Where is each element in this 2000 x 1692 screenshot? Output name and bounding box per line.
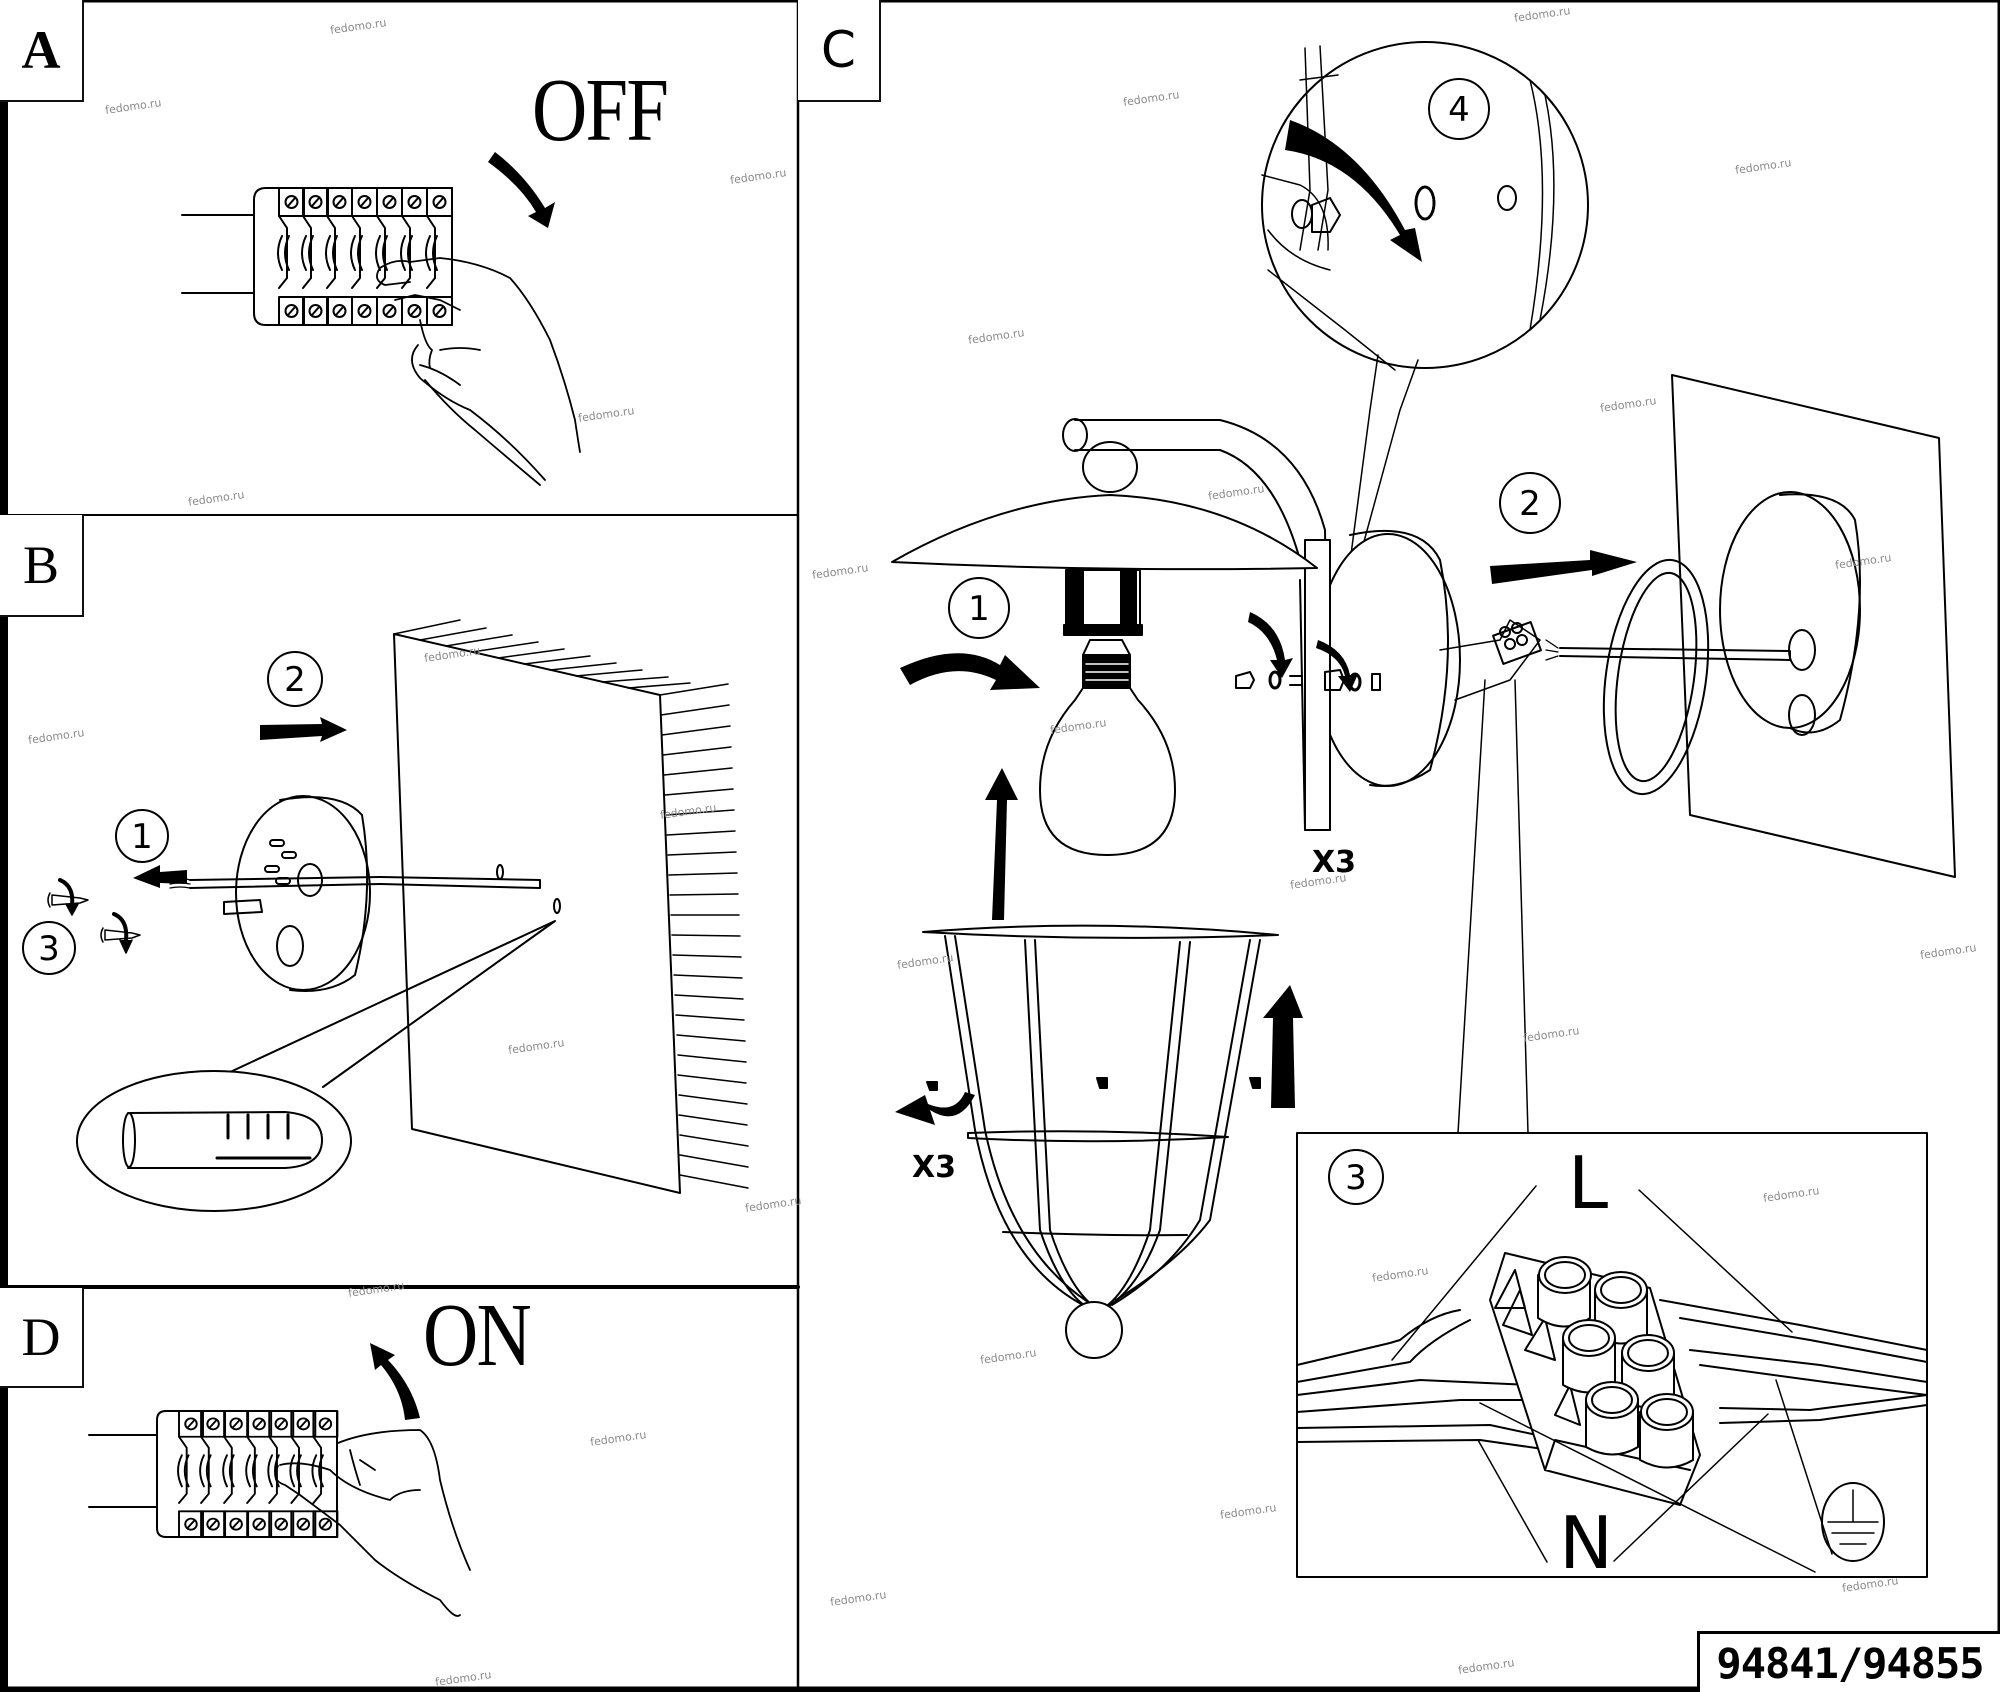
hand-icon — [274, 1429, 471, 1617]
wall-arm — [1062, 418, 1542, 831]
step-circle — [948, 577, 1010, 639]
panel-label-c: C — [798, 0, 881, 102]
bulb-holder — [1063, 569, 1143, 636]
step-circle — [1328, 1149, 1384, 1205]
wiring-detail-inset — [1296, 1132, 1928, 1578]
off-arrow-icon — [488, 152, 555, 228]
screw-icon — [47, 878, 141, 954]
switch-state-on: ON — [423, 1286, 532, 1385]
lamp-shade — [891, 494, 1318, 571]
curved-arrow-icon — [1248, 612, 1293, 678]
panel-c: C — [798, 0, 2000, 1692]
arrow-right-icon — [1490, 550, 1637, 584]
panel-a: A OFF — [0, 0, 798, 515]
breaker-panel-d — [88, 1410, 339, 1539]
mounting-ring — [1602, 558, 1710, 796]
arrow-up-icon — [985, 768, 1018, 920]
terminal-tube — [1537, 1256, 1592, 1328]
terminal-tube — [1639, 1393, 1694, 1469]
panel-b: B — [0, 515, 798, 1287]
base-plate-c — [1545, 491, 1861, 736]
leader-lines — [1391, 1185, 1833, 1573]
step-circle — [267, 651, 323, 707]
curved-arrow-icon — [900, 653, 1040, 690]
terminal-block-small — [1492, 621, 1542, 665]
step-circle — [1428, 78, 1490, 140]
step-circles-b — [22, 651, 323, 975]
arrow-right-icon — [260, 717, 347, 742]
wall-c — [1671, 374, 1956, 878]
wall-hatching — [393, 619, 749, 1189]
bulb-icon — [1039, 639, 1176, 856]
lamp-cage — [922, 924, 1279, 1359]
step-circle — [22, 921, 76, 975]
wall-b — [393, 619, 749, 1194]
ground-icon — [1821, 1482, 1885, 1562]
model-number: 94841/94855 — [1697, 1631, 2000, 1692]
magnifier-detail-4 — [1261, 41, 1589, 601]
panel-label-a: A — [0, 0, 84, 102]
arrow-up-icon — [1263, 985, 1303, 1108]
panel-label-d: D — [0, 1288, 84, 1388]
panel-label-b: B — [0, 515, 84, 617]
curved-arrow-icon — [1316, 640, 1358, 692]
curved-arrow-icon — [895, 1092, 975, 1125]
terminal-tube — [1585, 1381, 1639, 1456]
on-arrow-icon — [370, 1343, 420, 1420]
switch-state-off: OFF — [532, 61, 669, 160]
callout-lines — [1457, 679, 1529, 1134]
arrow-left-icon — [133, 865, 187, 888]
terminal-block — [1489, 1252, 1701, 1506]
panel-d: D ON — [0, 1288, 798, 1690]
hand-icon — [376, 257, 581, 486]
dowel-callout — [76, 920, 556, 1212]
breaker-panel-a — [181, 187, 453, 326]
step-circle — [1499, 472, 1561, 534]
step-circle — [115, 809, 169, 863]
